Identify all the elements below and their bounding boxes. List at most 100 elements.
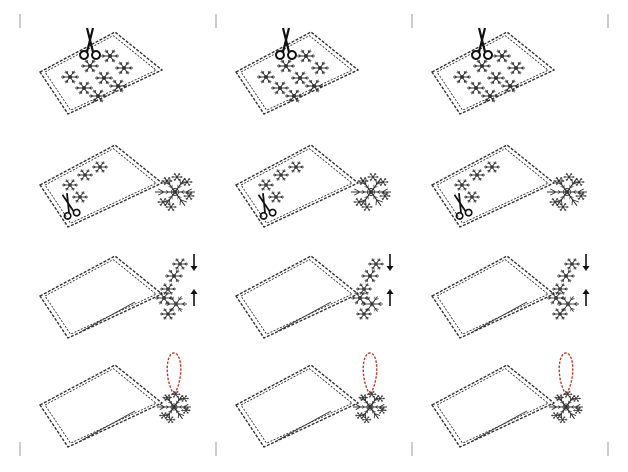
snowflake-icon bbox=[165, 296, 187, 311]
snowflake-icon bbox=[291, 72, 309, 84]
sheet-corner-pattern bbox=[454, 161, 500, 202]
snowflake-icon bbox=[552, 308, 568, 319]
snowflake-icon bbox=[62, 179, 78, 190]
snowflake-icon bbox=[165, 401, 184, 414]
loose-snowflake bbox=[155, 173, 195, 211]
snowflake-icon bbox=[297, 50, 315, 62]
snowflake-icon bbox=[115, 62, 133, 74]
snowflake-icon bbox=[165, 270, 183, 282]
arrow-up-icon bbox=[191, 289, 198, 306]
snowflake-lower-half bbox=[547, 292, 579, 320]
sheet-outline bbox=[432, 256, 554, 338]
snowflake-icon bbox=[164, 184, 186, 199]
frame-slot bbox=[474, 302, 527, 331]
snowflake-icon bbox=[557, 270, 575, 282]
scissors-icon bbox=[472, 28, 492, 59]
step-1-column-2 bbox=[236, 28, 358, 114]
snowflake-icon bbox=[493, 50, 511, 62]
step-2-column-1 bbox=[40, 145, 195, 227]
snowflake-icon bbox=[362, 416, 372, 423]
sheet-corner-pattern bbox=[258, 161, 304, 202]
step-2-column-3 bbox=[432, 145, 587, 227]
snowflake-icon bbox=[355, 412, 365, 419]
step-3-column-1 bbox=[40, 254, 198, 338]
snowflake-upper-half bbox=[552, 258, 580, 294]
snowflake-icon bbox=[92, 161, 108, 172]
snowflake-icon bbox=[454, 179, 470, 190]
snowflake-icon bbox=[75, 82, 93, 94]
snowflake-icon bbox=[367, 173, 378, 181]
snowflake-icon bbox=[473, 60, 491, 72]
snowflake-icon bbox=[157, 198, 168, 206]
snowflake-icon bbox=[81, 60, 99, 72]
snowflake-lower-half bbox=[351, 292, 383, 320]
loose-snowflake bbox=[353, 391, 387, 423]
sheet-corner-pattern bbox=[62, 161, 108, 202]
snowflake-icon bbox=[311, 62, 329, 74]
snowflake-icon bbox=[464, 191, 480, 202]
snowflake-lower-half bbox=[155, 292, 187, 320]
sheet-outline bbox=[40, 256, 162, 338]
sheet-outline bbox=[432, 145, 554, 227]
snowflake-icon bbox=[549, 198, 560, 206]
snowflake-upper-half bbox=[160, 258, 188, 294]
frame-slot bbox=[82, 411, 135, 440]
snowflake-icon bbox=[268, 191, 284, 202]
snowflake-icon bbox=[453, 71, 471, 83]
snowflake-icon bbox=[484, 161, 500, 172]
sheet-outline bbox=[40, 365, 162, 447]
snowflake-icon bbox=[573, 178, 584, 186]
sheet-snowflake-pattern bbox=[453, 50, 525, 102]
sheet-outline bbox=[40, 145, 162, 227]
snowflake-icon bbox=[556, 184, 578, 199]
frame-slot bbox=[278, 411, 331, 440]
sheet-outline bbox=[432, 365, 554, 447]
snowflake-icon bbox=[166, 416, 176, 423]
sheet-outline bbox=[236, 145, 358, 227]
loose-snowflake bbox=[351, 173, 391, 211]
snowflake-icon bbox=[467, 82, 485, 94]
snowflake-icon bbox=[273, 169, 289, 180]
step-4-column-2 bbox=[236, 353, 387, 447]
step-2-column-2 bbox=[236, 145, 391, 227]
sheet-outline bbox=[236, 256, 358, 338]
snowflake-icon bbox=[558, 416, 568, 423]
frame-slot bbox=[82, 302, 135, 331]
arrow-down-icon bbox=[191, 254, 198, 271]
arrow-up-icon bbox=[387, 289, 394, 306]
snowflake-icon bbox=[557, 203, 568, 211]
snowflake-icon bbox=[257, 71, 275, 83]
snowflake-icon bbox=[368, 258, 384, 269]
snowflake-icon bbox=[361, 296, 383, 311]
snowflake-icon bbox=[171, 173, 182, 181]
snowflake-icon bbox=[377, 178, 388, 186]
arrow-down-icon bbox=[387, 254, 394, 271]
snowflake-icon bbox=[361, 203, 372, 211]
scissors-icon bbox=[276, 28, 296, 59]
snowflake-icon bbox=[551, 412, 561, 419]
ribbon-icon bbox=[167, 353, 181, 395]
snowflake-icon bbox=[356, 308, 372, 319]
frame-slot bbox=[278, 302, 331, 331]
loose-snowflake bbox=[157, 391, 191, 423]
snowflake-icon bbox=[95, 72, 113, 84]
snowflake-icon bbox=[258, 179, 274, 190]
snowflake-icon bbox=[564, 258, 580, 269]
snowflake-icon bbox=[288, 161, 304, 172]
snowflake-icon bbox=[72, 191, 88, 202]
scissors-icon bbox=[80, 28, 100, 59]
snowflake-icon bbox=[469, 169, 485, 180]
snowflake-icon bbox=[361, 401, 380, 414]
snowflake-icon bbox=[61, 71, 79, 83]
loose-snowflake bbox=[549, 391, 583, 423]
snowflake-icon bbox=[101, 50, 119, 62]
snowflake-icon bbox=[271, 82, 289, 94]
arrow-down-icon bbox=[583, 254, 590, 271]
snowflake-icon bbox=[181, 178, 192, 186]
sheet-outline bbox=[236, 365, 358, 447]
snowflake-icon bbox=[360, 184, 382, 199]
step-3-column-3 bbox=[432, 254, 590, 338]
sheet-snowflake-pattern bbox=[257, 50, 329, 102]
snowflake-icon bbox=[507, 62, 525, 74]
